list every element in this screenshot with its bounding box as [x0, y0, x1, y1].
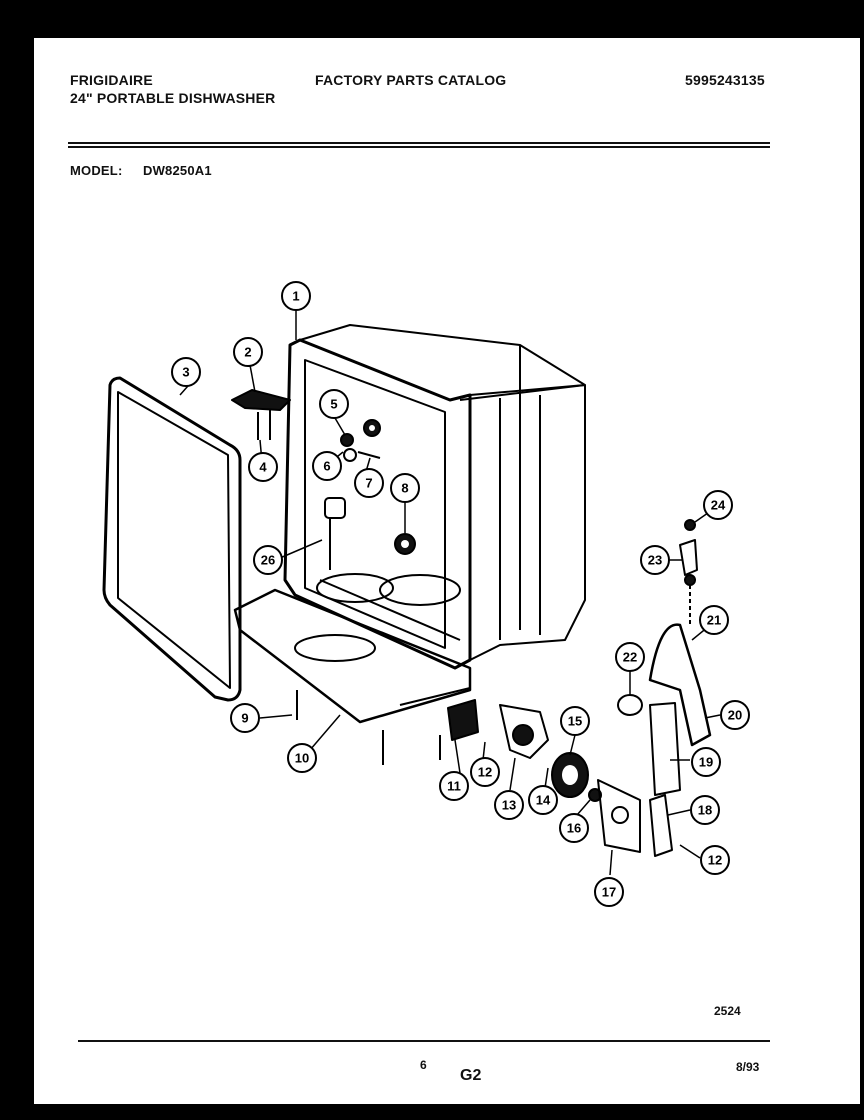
callout-12-lower: 12	[700, 845, 730, 875]
svg-text:7: 7	[365, 476, 372, 491]
svg-text:1: 1	[292, 289, 299, 304]
section-code: G2	[460, 1067, 482, 1084]
callout-7: 7	[354, 468, 384, 498]
callout-19: 19	[691, 747, 721, 777]
callout-15: 15	[560, 706, 590, 736]
svg-text:26: 26	[261, 553, 275, 568]
base-plate	[233, 588, 472, 765]
callout-4: 4	[248, 452, 278, 482]
model-number: DW8250A1	[143, 163, 212, 178]
callout-6: 6	[312, 451, 342, 481]
svg-text:16: 16	[567, 821, 581, 836]
catalog-title: FACTORY PARTS CATALOG	[315, 72, 507, 88]
callout-26: 26	[253, 545, 283, 575]
callout-13: 13	[494, 790, 524, 820]
callout-5: 5	[319, 389, 349, 419]
callout-17: 17	[594, 877, 624, 907]
brand-name: FRIGIDAIRE	[70, 72, 153, 88]
svg-text:23: 23	[648, 553, 662, 568]
callout-11: 11	[439, 771, 469, 801]
product-name: 24" PORTABLE DISHWASHER	[70, 90, 276, 106]
callout-23: 23	[640, 545, 670, 575]
callout-9: 9	[230, 703, 260, 733]
door-gasket	[102, 376, 242, 702]
callout-21: 21	[699, 605, 729, 635]
svg-text:19: 19	[699, 755, 713, 770]
callout-2: 2	[233, 337, 263, 367]
svg-text:12: 12	[478, 765, 492, 780]
hinge-bracket	[231, 389, 291, 440]
callout-12: 12	[470, 757, 500, 787]
svg-text:24: 24	[711, 498, 726, 513]
svg-text:15: 15	[568, 714, 582, 729]
callout-8: 8	[390, 473, 420, 503]
svg-text:2: 2	[244, 345, 251, 360]
callout-16: 16	[559, 813, 589, 843]
tub-assembly	[283, 324, 586, 670]
svg-text:18: 18	[698, 803, 712, 818]
callout-22: 22	[615, 642, 645, 672]
header-rule-bottom	[68, 146, 770, 148]
callout-14: 14	[528, 785, 558, 815]
svg-text:21: 21	[707, 613, 721, 628]
svg-text:5: 5	[330, 397, 337, 412]
model-label: MODEL:	[70, 163, 123, 178]
footer-rule	[78, 1040, 770, 1042]
svg-text:13: 13	[502, 798, 516, 813]
svg-text:4: 4	[259, 460, 267, 475]
callout-24: 24	[703, 490, 733, 520]
catalog-number: 5995243135	[685, 72, 765, 88]
callout-20: 20	[720, 700, 750, 730]
header-rule-top	[68, 142, 770, 144]
svg-text:8: 8	[401, 481, 408, 496]
svg-text:12: 12	[708, 853, 722, 868]
svg-text:14: 14	[536, 793, 551, 808]
callout-18: 18	[690, 795, 720, 825]
svg-text:9: 9	[241, 711, 248, 726]
svg-text:17: 17	[602, 885, 616, 900]
callout-10: 10	[287, 743, 317, 773]
door-latch-parts	[617, 519, 712, 857]
svg-text:11: 11	[447, 779, 461, 794]
float-assembly	[324, 497, 416, 570]
svg-text:3: 3	[182, 365, 189, 380]
catalog-sheet	[34, 38, 860, 1104]
figure-number: 2524	[714, 1004, 741, 1018]
pump-motor-parts	[447, 699, 641, 853]
callout-3: 3	[171, 357, 201, 387]
page-number: 6	[420, 1058, 427, 1072]
svg-text:6: 6	[323, 459, 330, 474]
svg-text:20: 20	[728, 708, 742, 723]
callout-1: 1	[281, 281, 311, 311]
spray-parts	[340, 419, 381, 462]
svg-text:10: 10	[295, 751, 309, 766]
svg-text:22: 22	[623, 650, 637, 665]
print-date: 8/93	[736, 1060, 760, 1074]
